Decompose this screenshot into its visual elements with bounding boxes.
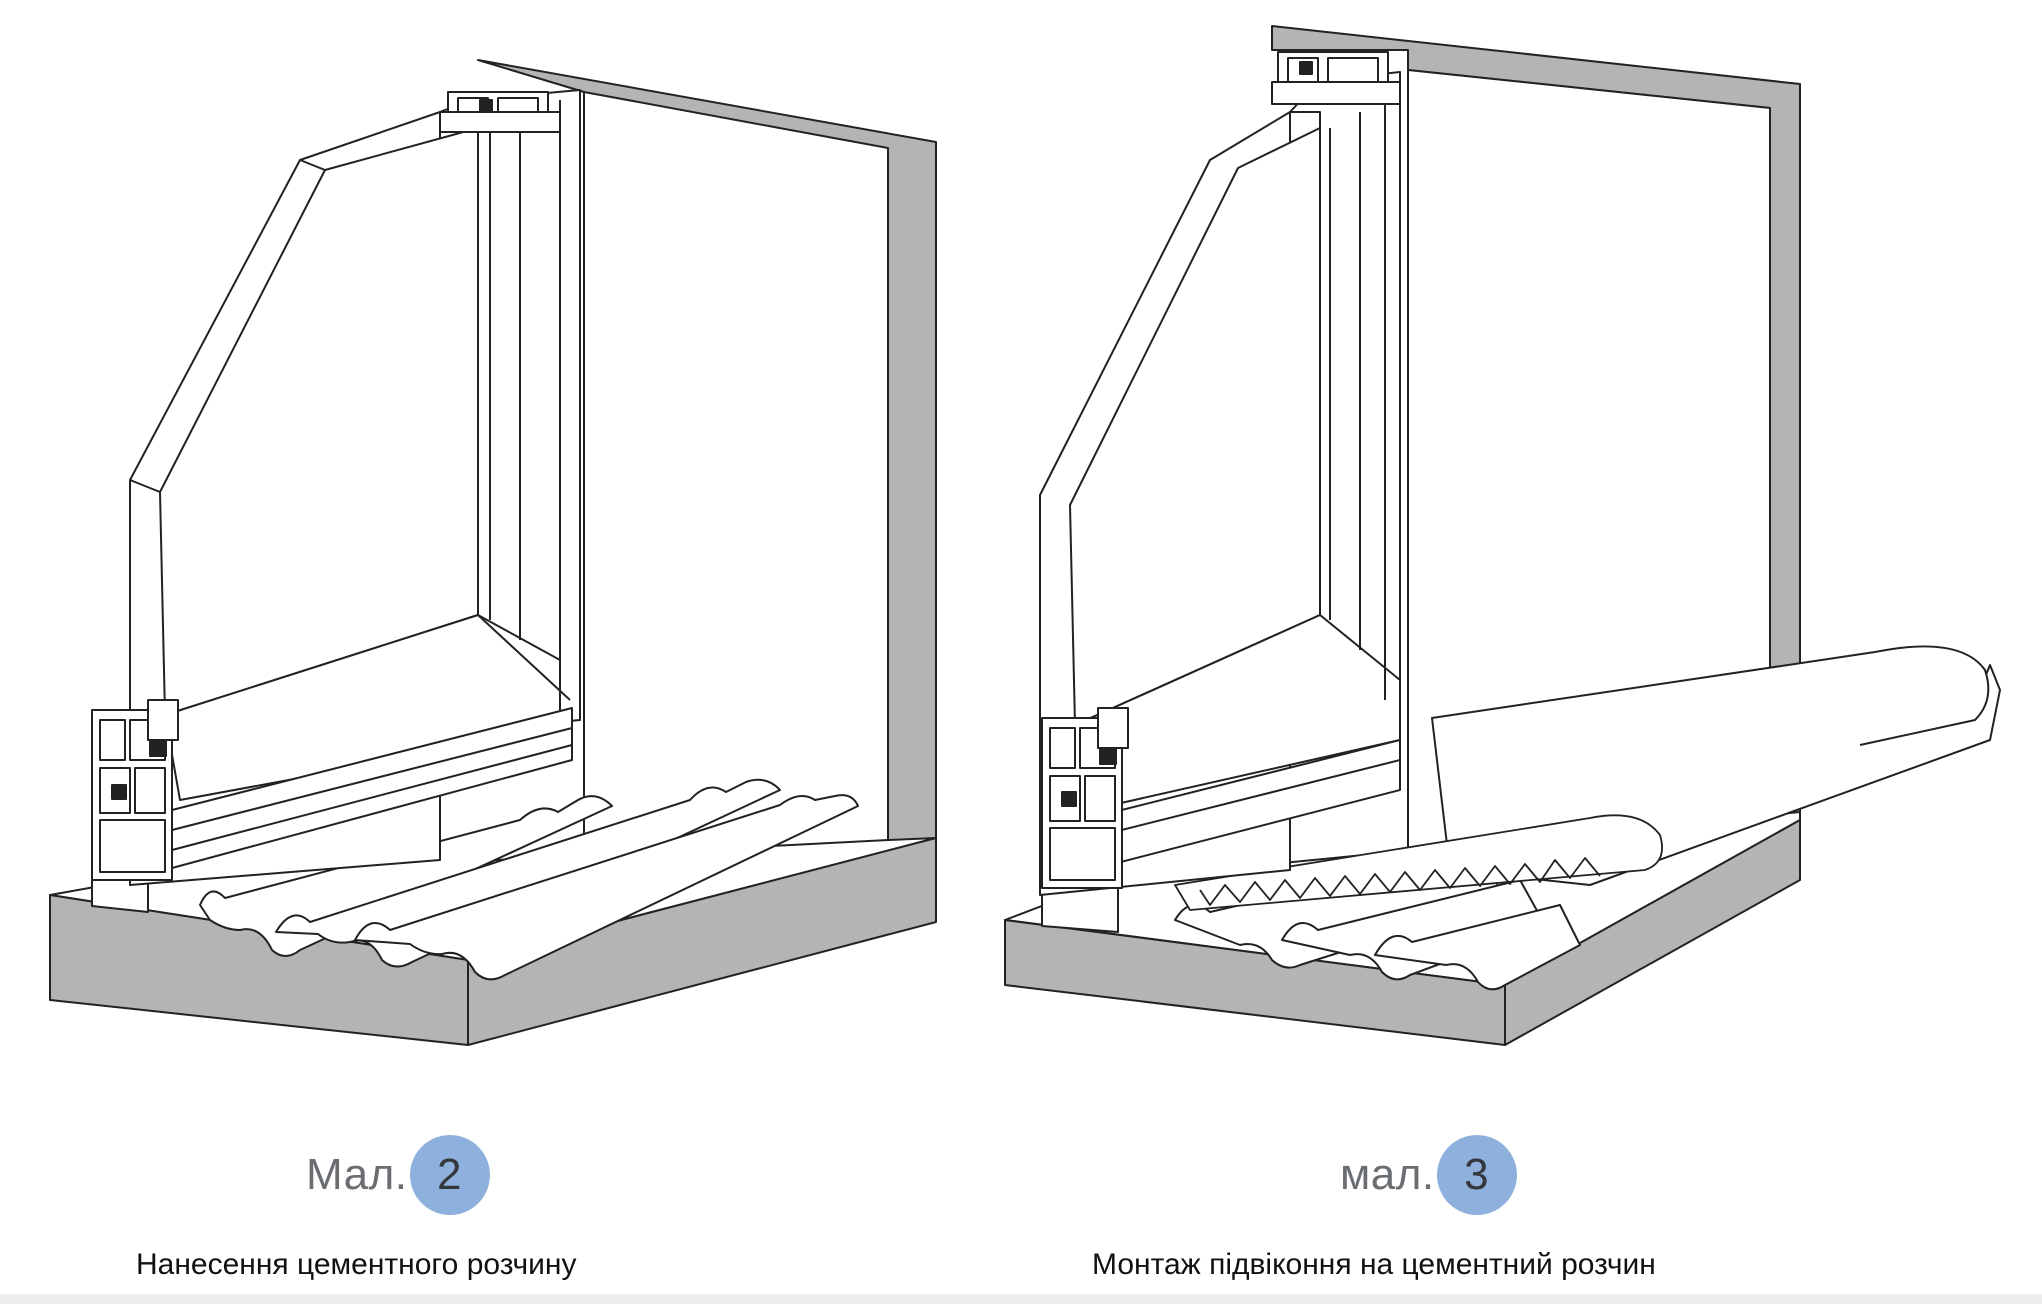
wall-reveal [583,91,889,881]
sill-installation-drawing [1004,25,2001,1046]
profile-section-top [1271,51,1401,105]
profile-section-top [439,91,561,133]
floor-slab-side [467,837,937,1046]
figure-number-badge: 3 [1436,1135,1517,1215]
figure-3: мал. 3 Монтаж підвіконня на цементний ро… [1000,0,2042,1304]
mortar-strip-2 [275,778,781,968]
mortar-strip-2 [1281,879,1546,981]
figure-caption: Нанесення цементного розчину [136,1248,577,1281]
figure-caption: Монтаж підвіконня на цементний розчин [1092,1248,1656,1281]
sill-nose [1859,645,1990,746]
figure-prefix: мал. [1340,1150,1435,1199]
profile-section-bottom [1041,707,1129,889]
floor-slab-side [1504,819,1801,1046]
window-glass [1069,127,1321,726]
sill-cross-section [1174,814,1663,911]
figure-2: Мал. 2 Нанесення цементного розчину [0,0,1000,1304]
window-glass [159,127,479,716]
figure-number-badge: 2 [409,1135,490,1215]
bottom-strip [0,1294,2042,1304]
figure-label: Мал. 2 [306,1135,490,1215]
mortar-strip-3 [354,794,859,981]
profile-section-bottom [91,699,179,881]
figure-label: мал. 3 [1340,1135,1517,1215]
figure-prefix: Мал. [306,1150,408,1199]
mortar-strip-3 [1374,904,1581,991]
cement-mortar-drawing [49,59,937,1046]
